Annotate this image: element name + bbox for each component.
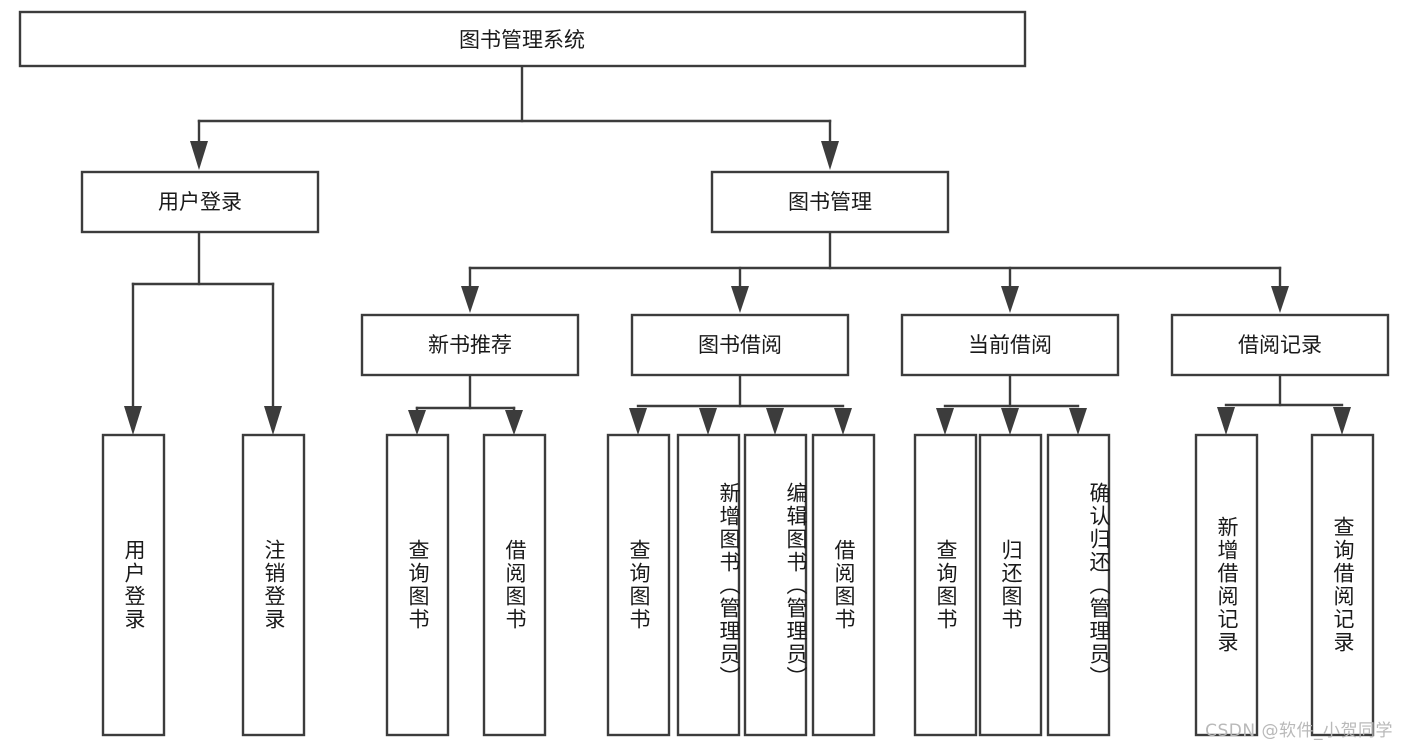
arrowhead-book-borrow	[731, 286, 749, 313]
node-label-new-book-rec: 新书推荐	[428, 333, 512, 357]
arrowhead-bb-borrow-book	[834, 408, 852, 435]
connector-group-root-to-level1	[190, 64, 839, 170]
arrowhead-cb-confirm-return	[1069, 408, 1087, 435]
arrowhead-cb-return-book	[1001, 408, 1019, 435]
csdn-watermark: CSDN @软件_小贺同学	[1205, 721, 1393, 741]
node-box-leaf-cb-confirm-return[interactable]	[1046, 433, 1111, 737]
arrowhead-bb-add-book	[699, 408, 717, 435]
node-box-book-manage[interactable]	[710, 170, 950, 234]
node-box-leaf-bb-borrow-book[interactable]	[811, 433, 876, 737]
arrowhead-br-add-record	[1217, 407, 1235, 435]
arrowhead-user-login	[190, 141, 208, 170]
node-box-leaf-rec-borrow-book[interactable]	[482, 433, 547, 737]
arrowhead-bb-edit-book	[766, 408, 784, 435]
node-box-new-book-rec[interactable]	[360, 313, 580, 377]
arrowhead-rec-borrow-book	[505, 410, 523, 435]
connector-group-book-borrow-to-leaves	[629, 373, 852, 435]
arrowhead-current-borrow	[1001, 286, 1019, 313]
node-box-leaf-cb-return-book[interactable]	[978, 433, 1043, 737]
node-label-user-login: 用户登录	[158, 190, 242, 214]
connector-group-book-manage-to-level2	[461, 230, 1289, 313]
node-box-leaf-br-query-record[interactable]	[1310, 433, 1375, 737]
connector-group-user-login-to-leaves	[124, 230, 282, 435]
node-label-borrow-record: 借阅记录	[1238, 333, 1322, 357]
node-box-leaf-bb-edit-book[interactable]	[743, 433, 808, 737]
connector-group-borrow-record-to-leaves	[1217, 373, 1351, 435]
connector-group-current-borrow-to-leaves	[936, 373, 1087, 435]
node-label-book-borrow: 图书借阅	[698, 333, 782, 357]
node-box-leaf-bb-add-book[interactable]	[676, 433, 741, 737]
arrowhead-book-manage	[821, 141, 839, 170]
arrowhead-new-book-rec	[461, 286, 479, 313]
connector-group-new-book-rec-to-leaves	[408, 373, 523, 435]
node-box-leaf-user-login[interactable]	[101, 433, 166, 737]
node-box-user-login[interactable]	[80, 170, 320, 234]
node-box-leaf-rec-query-book[interactable]	[385, 433, 450, 737]
node-box-current-borrow[interactable]	[900, 313, 1120, 377]
node-box-leaf-br-add-record[interactable]	[1194, 433, 1259, 737]
arrowhead-bb-query-book	[629, 408, 647, 435]
node-label-root: 图书管理系统	[459, 28, 585, 52]
node-box-book-borrow[interactable]	[630, 313, 850, 377]
arrowhead-rec-query-book	[408, 410, 426, 435]
node-box-leaf-bb-query-book[interactable]	[606, 433, 671, 737]
arrowhead-leaf-user-login	[124, 406, 142, 435]
arrowhead-cb-query-book	[936, 408, 954, 435]
node-label-current-borrow: 当前借阅	[968, 333, 1052, 357]
node-box-root[interactable]	[18, 10, 1027, 68]
node-box-leaf-logout[interactable]	[241, 433, 306, 737]
node-label-book-manage: 图书管理	[788, 190, 872, 214]
node-box-leaf-cb-query-book[interactable]	[913, 433, 978, 737]
arrowhead-leaf-logout	[264, 406, 282, 435]
node-box-borrow-record[interactable]	[1170, 313, 1390, 377]
arrowhead-borrow-record	[1271, 286, 1289, 313]
arrowhead-br-query-record	[1333, 407, 1351, 435]
